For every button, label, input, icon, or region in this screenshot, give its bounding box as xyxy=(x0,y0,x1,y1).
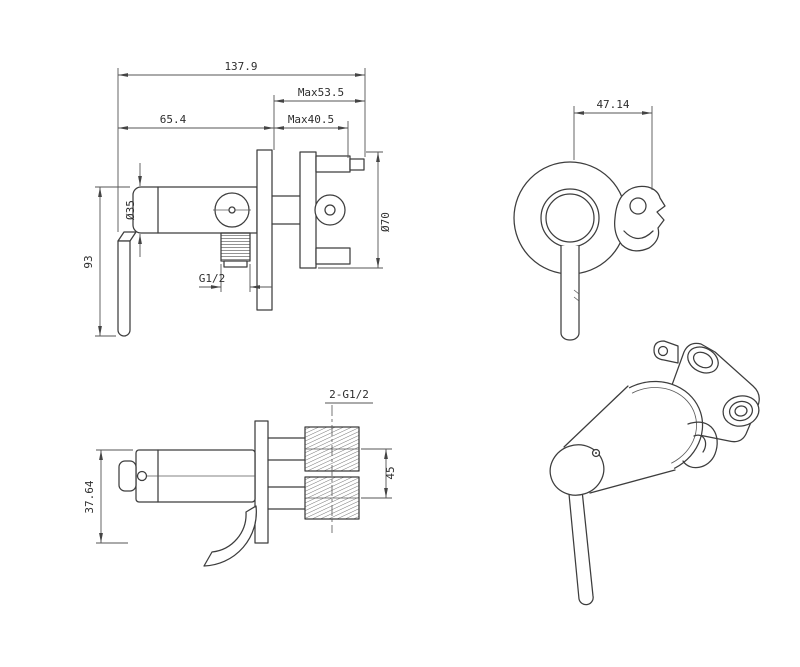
rod-hatch-tick xyxy=(573,296,580,302)
dim-port-spacing: 45 xyxy=(361,448,397,499)
cartridge-circle xyxy=(545,193,595,243)
dim-holder-offset: 47.14 xyxy=(573,98,653,190)
dim-max-body-depth: Max40.5 xyxy=(274,113,349,158)
body-cylinder-edge xyxy=(589,469,676,494)
outlet-collar xyxy=(223,260,248,268)
holder-arm-notch xyxy=(349,158,365,171)
handle-rod-iso xyxy=(568,489,594,606)
holder-cradle-arc xyxy=(623,230,654,240)
lug-hole xyxy=(657,345,669,357)
isometric-view xyxy=(549,340,760,606)
dim-body-length: 65.4 xyxy=(118,113,274,130)
dim-label-outlet-thread: G1/2 xyxy=(199,272,226,285)
inlet-port-side-iso xyxy=(722,395,760,427)
inlet-port-top-thread xyxy=(692,351,714,369)
handle-neck xyxy=(117,231,137,242)
dim-body-depth: 37.64 xyxy=(83,449,133,544)
holder-arm-bottom xyxy=(315,247,351,265)
inlet-port-side-thread xyxy=(728,400,754,422)
dim-max-projection: Max53.5 xyxy=(273,86,365,150)
holder-hook xyxy=(203,505,257,567)
flange-inner-circle xyxy=(540,188,600,248)
holder-plate xyxy=(299,151,317,269)
holder-hole-front xyxy=(629,197,647,215)
dim-overall-width: 137.9 xyxy=(117,60,366,232)
dim-label-max-projection: Max53.5 xyxy=(298,86,344,99)
core-center-circle xyxy=(228,206,236,214)
dim-label-max-body-depth: Max40.5 xyxy=(288,113,334,126)
dim-outlet-thread: G1/2 xyxy=(199,264,272,292)
holder-hook-iso xyxy=(682,421,718,469)
side-view: 137.9 Max53.5 65.4 Max40.5 Ø35 93 xyxy=(82,60,392,337)
front-view: 47.14 xyxy=(513,98,666,341)
handle-rod xyxy=(117,240,131,337)
holder-hook-iso-inner xyxy=(693,434,707,453)
holder-hole-inner xyxy=(324,204,336,216)
dim-label-holder-offset: 47.14 xyxy=(596,98,629,111)
outlet-thread xyxy=(220,232,251,262)
handle-hub xyxy=(118,460,137,492)
inlet-port-side-bore xyxy=(734,405,748,417)
dim-height: 93 xyxy=(82,186,130,337)
handle-pivot-circle xyxy=(136,470,148,482)
handle-rod-front xyxy=(560,245,580,341)
dim-label-port-spacing: 45 xyxy=(384,466,397,479)
body-cap-iso xyxy=(549,444,605,496)
shower-holder-front xyxy=(614,185,666,252)
dim-label-overall-width: 137.9 xyxy=(224,60,257,73)
dim-label-body-diameter: Ø35 xyxy=(124,200,137,220)
dim-body-diameter: Ø35 xyxy=(124,163,142,257)
body-cylinder-edge xyxy=(563,385,629,448)
dim-label-inlet-threads: 2-G1/2 xyxy=(329,388,369,401)
set-screw-dot xyxy=(595,452,597,454)
dim-label-body-depth: 37.64 xyxy=(83,480,96,513)
wall-plate xyxy=(256,149,273,311)
wall-plate-bottom xyxy=(254,420,269,544)
dim-inlet-threads: 2-G1/2 xyxy=(325,388,373,404)
dim-plate-diameter: Ø70 xyxy=(318,151,392,269)
dim-label-body-length: 65.4 xyxy=(160,113,187,126)
holder-arm-top xyxy=(315,155,351,173)
rod-hatch-tick xyxy=(573,289,580,295)
dim-label-plate-diameter: Ø70 xyxy=(379,212,392,232)
bottom-view: 2-G1/2 45 37.64 xyxy=(83,388,397,567)
dim-label-height: 93 xyxy=(82,255,95,268)
